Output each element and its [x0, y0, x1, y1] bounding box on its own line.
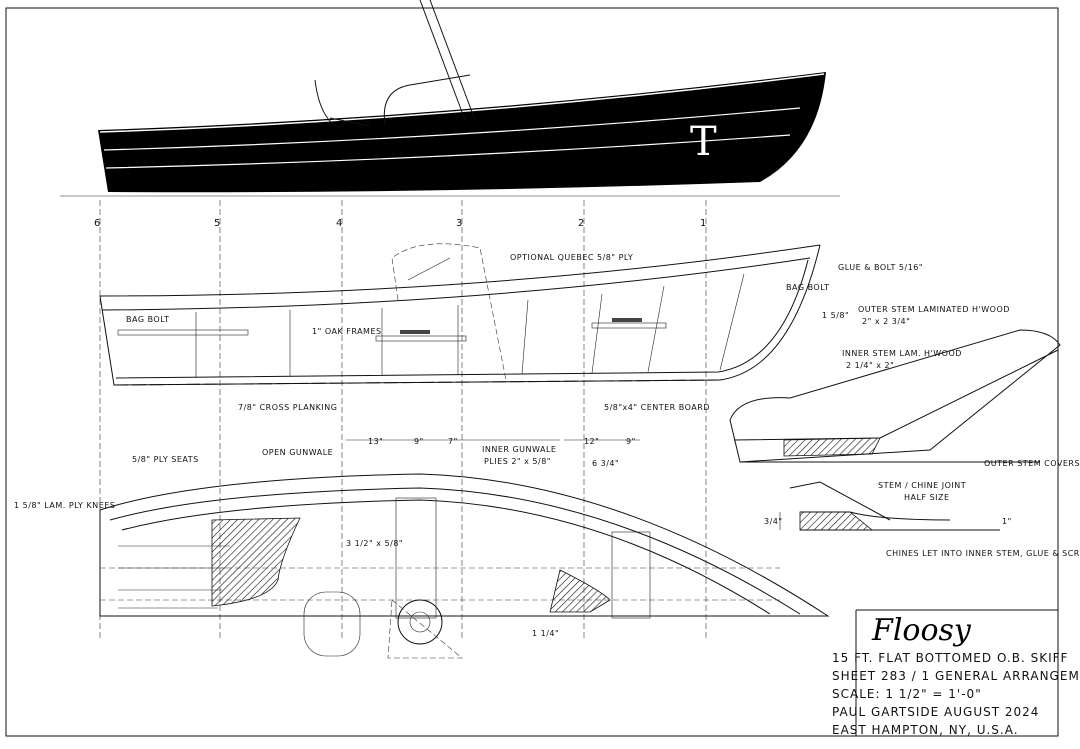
title-block: Floosy 15 FT. FLAT BOTTOMED O.B. SKIFF S…	[832, 609, 1080, 737]
note-ply-seats: 5/8" PLY SEATS	[132, 455, 199, 464]
note-open-gunwale: OPEN GUNWALE	[262, 448, 333, 457]
note-outer-stem-size: 2" x 2 3/4"	[862, 317, 910, 326]
dimension: 13"	[368, 437, 383, 446]
boat-name: Floosy	[871, 613, 972, 648]
station-label: 1	[700, 218, 706, 229]
note-bag-bolt-bow: BAG BOLT	[786, 283, 829, 292]
station-label: 3	[456, 218, 462, 229]
dimension: 9"	[414, 437, 424, 446]
station-label: 4	[336, 218, 342, 229]
construction-profile	[99, 243, 821, 386]
hull-profile: T	[98, 0, 826, 193]
plan-view	[99, 439, 830, 659]
note-inner-gunwale-size: PLIES 2" x 5/8"	[484, 457, 551, 466]
note-center-board: 5/8"x4" CENTER BOARD	[604, 403, 710, 412]
dimension: 7"	[448, 437, 458, 446]
annotations: OPTIONAL QUEBEC 5/8" PLY GLUE & BOLT 5/1…	[14, 253, 1080, 638]
note-outer-stem-covers: OUTER STEM COVERS BOTTOM PLANK	[984, 459, 1080, 468]
title-line-3: SCALE: 1 1/2" = 1'-0"	[832, 687, 982, 701]
dimension: 1"	[1002, 517, 1012, 526]
title-line-2: SHEET 283 / 1 GENERAL ARRANGEM'T.	[832, 669, 1080, 683]
dimension: 3/4"	[764, 517, 783, 526]
note-stem-chine-joint: STEM / CHINE JOINT	[878, 481, 966, 490]
note-oak-frames: 1" OAK FRAMES	[312, 327, 382, 336]
dimension: 3 1/2" x 5/8"	[346, 539, 403, 548]
dimension: 9"	[626, 437, 636, 446]
hull-letter-t: T	[690, 119, 717, 165]
station-label: 5	[214, 218, 220, 229]
station-labels: 6 5 4 3 2 1	[94, 218, 706, 229]
chine-joint-detail	[779, 481, 1000, 531]
note-chines-let: CHINES LET INTO INNER STEM, GLUE & SCREW	[886, 549, 1080, 558]
note-inner-stem: INNER STEM LAM. H'WOOD	[842, 349, 962, 358]
title-line-1: 15 FT. FLAT BOTTOMED O.B. SKIFF	[832, 651, 1068, 665]
note-outer-stem: OUTER STEM LAMINATED H'WOOD	[858, 305, 1010, 314]
note-cross-planking: 7/8" CROSS PLANKING	[238, 403, 337, 412]
dimension: 1 1/4"	[532, 629, 559, 638]
title-line-4: PAUL GARTSIDE AUGUST 2024	[832, 705, 1039, 719]
note-half-size: HALF SIZE	[904, 493, 950, 502]
station-label: 2	[578, 218, 584, 229]
station-label: 6	[94, 218, 100, 229]
sheet-border	[5, 7, 1059, 737]
note-inner-stem-size: 2 1/4" x 2"	[846, 361, 894, 370]
dimension: 12"	[584, 437, 599, 446]
dimension: 1 5/8"	[822, 311, 849, 320]
note-inner-gunwale: INNER GUNWALE	[482, 445, 556, 454]
dimension: 6 3/4"	[592, 459, 619, 468]
note-optional-quebe: OPTIONAL QUEBEC 5/8" PLY	[510, 253, 633, 262]
station-lines	[60, 195, 840, 640]
note-glue-bolt: GLUE & BOLT 5/16"	[838, 263, 923, 272]
note-bag-bolt-stern: BAG BOLT	[126, 315, 169, 324]
note-lam-ply-knees: 1 5/8" LAM. PLY KNEES	[14, 501, 115, 510]
title-line-5: EAST HAMPTON, NY, U.S.A.	[832, 723, 1019, 737]
stem-detail	[729, 329, 1061, 463]
